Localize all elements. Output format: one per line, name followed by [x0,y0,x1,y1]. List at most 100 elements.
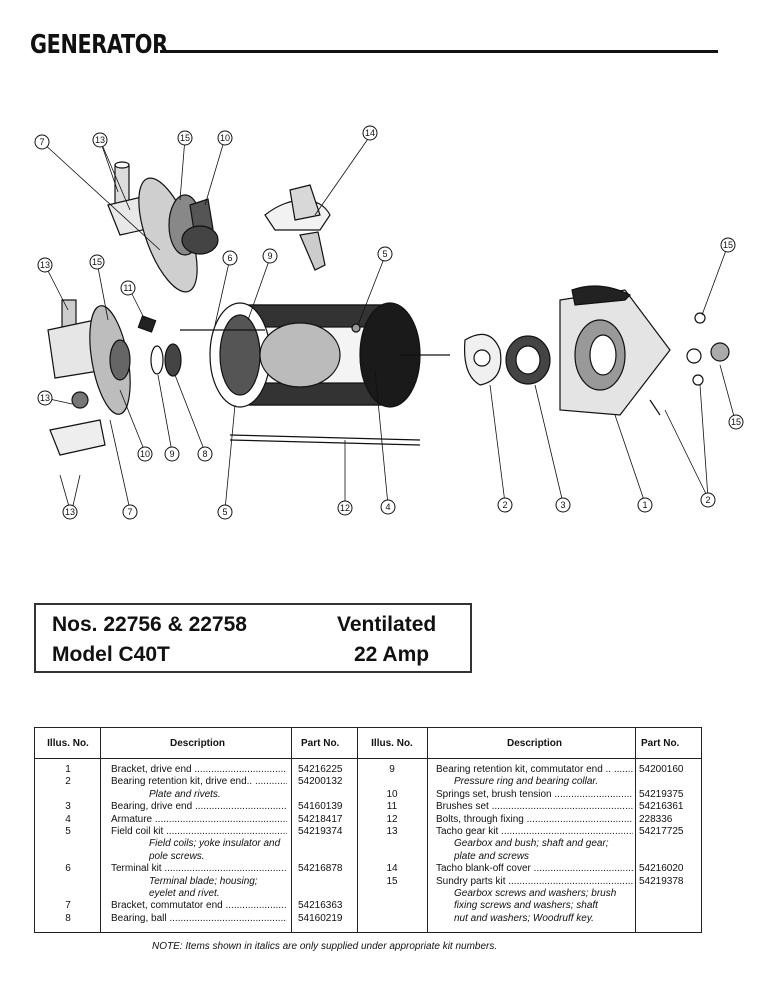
description-cell: nut and washers; Woodruff key. [454,912,594,924]
illus-no-cell [39,838,97,850]
callout-5: 5 [377,246,393,262]
spec-rating: 22 Amp [354,643,430,666]
description-cell: Gearbox screws and washers; brush [454,888,617,899]
callout-2: 2 [700,492,716,508]
illus-no-cell: 13 [386,826,398,837]
svg-text:2: 2 [705,495,710,505]
illus-no-cell [361,900,423,912]
page-title: GENERATOR [30,30,168,60]
svg-text:12: 12 [340,503,350,513]
illus-no-cell: 12 [386,813,398,825]
description-cell: pole screws. [149,850,205,862]
col-divider [291,728,292,932]
callout-15: 15 [177,130,193,146]
description-cell: plate and screws [454,850,530,862]
generator-exploded-diagram: 7 13 15 10 14 6 9 5 15 13 15 11 13 10 9 … [34,125,744,520]
svg-text:14: 14 [365,128,375,138]
header-illus-no: Illus. No. [47,738,89,749]
svg-text:8: 8 [202,449,207,459]
description-cell: Armature ...............................… [111,813,287,825]
svg-text:9: 9 [267,251,272,261]
header-part-no: Part No. [301,738,340,749]
description-cell: Field coil kit .........................… [111,826,287,837]
header-description: Description [170,738,226,749]
footnote: NOTE: Items shown in italics are only su… [152,941,498,952]
callout-11: 11 [120,280,136,296]
description-cell: Gearbox and bush; shaft and gear; [454,838,609,850]
illus-no-cell [361,776,423,788]
svg-text:13: 13 [95,135,105,145]
callout-13: 13 [37,390,53,406]
header-description: Description [507,738,563,749]
part-no-cell: 54216363 [298,900,343,912]
illus-no-cell [361,913,423,925]
callout-labels: 7 13 15 10 14 6 9 5 15 13 15 11 13 10 9 … [34,125,744,520]
col-divider [357,728,358,932]
callout-7: 7 [34,134,50,150]
callout-10: 10 [217,130,233,146]
callout-2: 2 [497,497,513,513]
description-cell: fixing screws and washers; shaft [454,900,598,912]
leader-lines [41,135,736,511]
part-no-cell: 54160219 [298,912,343,924]
illus-no-cell: 11 [386,801,398,813]
svg-text:13: 13 [40,393,50,403]
svg-text:15: 15 [723,240,733,250]
illus-no-cell: 9 [389,764,395,775]
svg-text:5: 5 [222,507,227,517]
callout-9: 9 [164,446,180,462]
illus-no-cell: 8 [65,912,71,924]
illus-no-cell: 5 [65,826,71,837]
part-no-cell: 54200132 [298,776,343,788]
description-cell: Tacho gear kit .........................… [436,826,633,837]
description-cell: Bearing, drive end .....................… [111,801,287,813]
callout-12: 12 [337,500,353,516]
part-no-cell: 54200160 [639,764,684,775]
description-cell: Terminal blade; housing; [149,875,258,887]
spec-box: Nos. 22756 & 22758 Ventilated Model C40T… [34,603,472,673]
svg-text:15: 15 [731,417,741,427]
illus-no-cell [39,789,97,801]
callout-3: 3 [555,497,571,513]
callout-6: 6 [222,250,238,266]
part-no-cell: 54216361 [639,801,684,813]
spec-numbers: Nos. 22756 & 22758 [52,613,247,636]
svg-text:15: 15 [92,257,102,267]
svg-text:6: 6 [227,253,232,263]
callout-5: 5 [217,504,233,520]
callout-7: 7 [122,504,138,520]
svg-text:13: 13 [65,507,75,517]
illus-no-cell: 15 [386,875,398,887]
illus-no-cell: 3 [65,801,71,813]
callout-1: 1 [637,497,653,513]
callout-15: 15 [720,237,736,253]
parts-table: Illus. No. Description Part No. Illus. N… [34,727,702,933]
callout-15: 15 [89,254,105,270]
description-cell: Terminal kit ...........................… [111,863,287,875]
description-cell: Bolts, through fixing ..................… [436,813,633,825]
description-cell: Bracket, commutator end ................… [111,900,287,912]
title-rule [160,50,718,53]
callout-9: 9 [262,248,278,264]
svg-text:9: 9 [169,449,174,459]
svg-text:2: 2 [502,500,507,510]
callout-10: 10 [137,446,153,462]
svg-text:13: 13 [40,260,50,270]
header-divider [35,758,701,759]
part-no-cell: 54219375 [639,788,684,800]
callout-4: 4 [380,499,396,515]
part-no-cell: 54219374 [298,826,343,837]
header-part-no: Part No. [641,738,680,749]
spec-model: Model C40T [52,643,170,666]
callout-8: 8 [197,446,213,462]
illus-no-cell [361,851,423,863]
svg-text:15: 15 [180,133,190,143]
callout-13: 13 [92,132,108,148]
description-cell: Field coils; yoke insulator and [149,838,281,850]
description-cell: Brushes set ............................… [436,801,633,813]
description-cell: Tacho blank-off cover ..................… [436,863,633,875]
left-bracket-illustration [47,299,182,456]
part-no-cell: 54217725 [639,826,684,837]
callout-13: 13 [62,504,78,520]
header-illus-no: Illus. No. [371,738,413,749]
